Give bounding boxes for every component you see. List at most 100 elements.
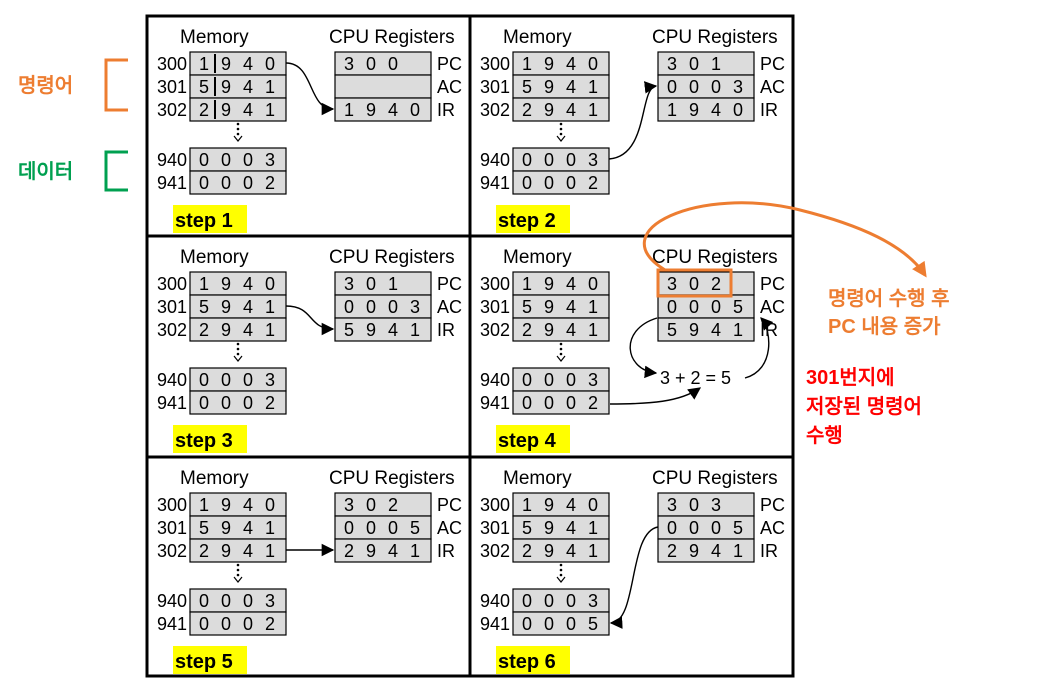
pc-note-line2: PC 내용 증가: [828, 315, 941, 338]
memory-digit: 0: [265, 54, 275, 74]
memory-address: 300: [157, 495, 187, 515]
exec-note-line2: 저장된 명령어: [806, 395, 922, 418]
memory-digit: 0: [566, 614, 576, 634]
memory-digit: 0: [566, 393, 576, 413]
memory-address: 302: [157, 320, 187, 340]
ir-register-digit: 4: [388, 100, 398, 120]
memory-address: 941: [480, 173, 510, 193]
ellipsis-dot: [559, 352, 563, 356]
memory-digit: 1: [199, 495, 209, 515]
ellipsis-dot: [236, 122, 240, 126]
memory-digit: 0: [221, 150, 231, 170]
step-label: step 5: [175, 651, 233, 673]
memory-digit: 4: [566, 518, 576, 538]
memory-cell: [512, 317, 610, 342]
pc-register-digit: 0: [388, 54, 398, 74]
memory-address: 941: [480, 614, 510, 634]
ac-register-digit: 0: [388, 297, 398, 317]
memory-address: 940: [480, 370, 510, 390]
step-label: step 2: [498, 210, 556, 232]
pc-register-digit: 2: [711, 274, 721, 294]
ac-register-digit: 0: [711, 518, 721, 538]
memory-digit: 4: [566, 297, 576, 317]
ac-register-digit: 0: [344, 518, 354, 538]
memory-digit: 4: [243, 100, 253, 120]
pc-register-label: PC: [437, 495, 462, 515]
memory-digit: 1: [588, 320, 598, 340]
memory-digit: 1: [265, 100, 275, 120]
memory-cell: [512, 97, 610, 122]
memory-digit: 9: [221, 54, 231, 74]
memory-address: 300: [480, 274, 510, 294]
ir-register-cell: [334, 538, 432, 563]
memory-digit: 0: [544, 393, 554, 413]
ir-register-cell: [657, 538, 755, 563]
panel-grid: [145, 14, 795, 678]
ellipsis-dot: [236, 568, 240, 572]
memory-address: 302: [480, 320, 510, 340]
memory-digit: 4: [243, 518, 253, 538]
step-label: step 1: [175, 210, 233, 232]
execution-note: 301번지에 저장된 명령어 수행: [806, 366, 922, 447]
ellipsis-dot: [559, 342, 563, 346]
memory-digit: 0: [199, 591, 209, 611]
memory-digit: 9: [221, 518, 231, 538]
pc-register-digit: 2: [388, 495, 398, 515]
data-flow-arrow: [285, 305, 335, 336]
ellipsis-arrow: [556, 355, 566, 362]
memory-address: 302: [480, 100, 510, 120]
step-highlight: [173, 205, 247, 233]
memory-digit: 5: [199, 518, 209, 538]
ac-register-digit: 0: [711, 77, 721, 97]
ac-register-digit: 0: [689, 77, 699, 97]
memory-digit: 0: [522, 393, 532, 413]
memory-digit: 3: [588, 150, 598, 170]
ir-register-cell: [657, 97, 755, 122]
memory-digit: 4: [566, 274, 576, 294]
memory-address: 301: [480, 297, 510, 317]
ac-register-cell: [334, 74, 432, 99]
memory-digit: 0: [199, 614, 209, 634]
memory-digit: 0: [199, 393, 209, 413]
pc-highlight-box: [656, 268, 733, 298]
step-highlight: [496, 205, 570, 233]
memory-cell: [512, 538, 610, 563]
memory-digit: 1: [588, 541, 598, 561]
memory-digit: 9: [221, 274, 231, 294]
memory-digit: 0: [566, 173, 576, 193]
ac-register-digit: 0: [667, 518, 677, 538]
ellipsis-dot: [559, 568, 563, 572]
memory-digit: 0: [588, 495, 598, 515]
ac-register-digit: 0: [366, 518, 376, 538]
ellipsis-dot: [559, 347, 563, 351]
memory-digit: 0: [199, 370, 209, 390]
ac-register-digit: 5: [733, 518, 743, 538]
step4-annotations: 3 + 2 = 5: [609, 201, 927, 405]
pc-register-digit: 3: [667, 274, 677, 294]
pc-register-digit: 0: [366, 274, 376, 294]
memory-digit: 9: [544, 495, 554, 515]
memory-digit: 1: [265, 320, 275, 340]
mem941-to-adder-arrow: [609, 387, 702, 405]
memory-address: 940: [157, 150, 187, 170]
memory-digit: 0: [243, 150, 253, 170]
memory-digit: 0: [243, 370, 253, 390]
ellipsis-dot: [236, 563, 240, 567]
memory-address: 300: [480, 54, 510, 74]
ir-register-label: IR: [437, 320, 455, 340]
ac-register-label: AC: [760, 297, 785, 317]
ir-register-digit: 9: [689, 541, 699, 561]
memory-header: Memory: [503, 468, 572, 489]
memory-digit: 3: [588, 370, 598, 390]
cpu-registers-header: CPU Registers: [652, 27, 778, 48]
pc-register-digit: 0: [689, 274, 699, 294]
ac-register-label: AC: [437, 518, 462, 538]
memory-address: 302: [480, 541, 510, 561]
memory-digit: 9: [544, 54, 554, 74]
memory-digit: 0: [199, 173, 209, 193]
memory-address: 300: [157, 274, 187, 294]
ellipsis-dot: [559, 122, 563, 126]
data-flow-arrow: [609, 526, 659, 629]
ir-register-digit: 1: [344, 100, 354, 120]
data-flow-arrow: [608, 81, 658, 160]
